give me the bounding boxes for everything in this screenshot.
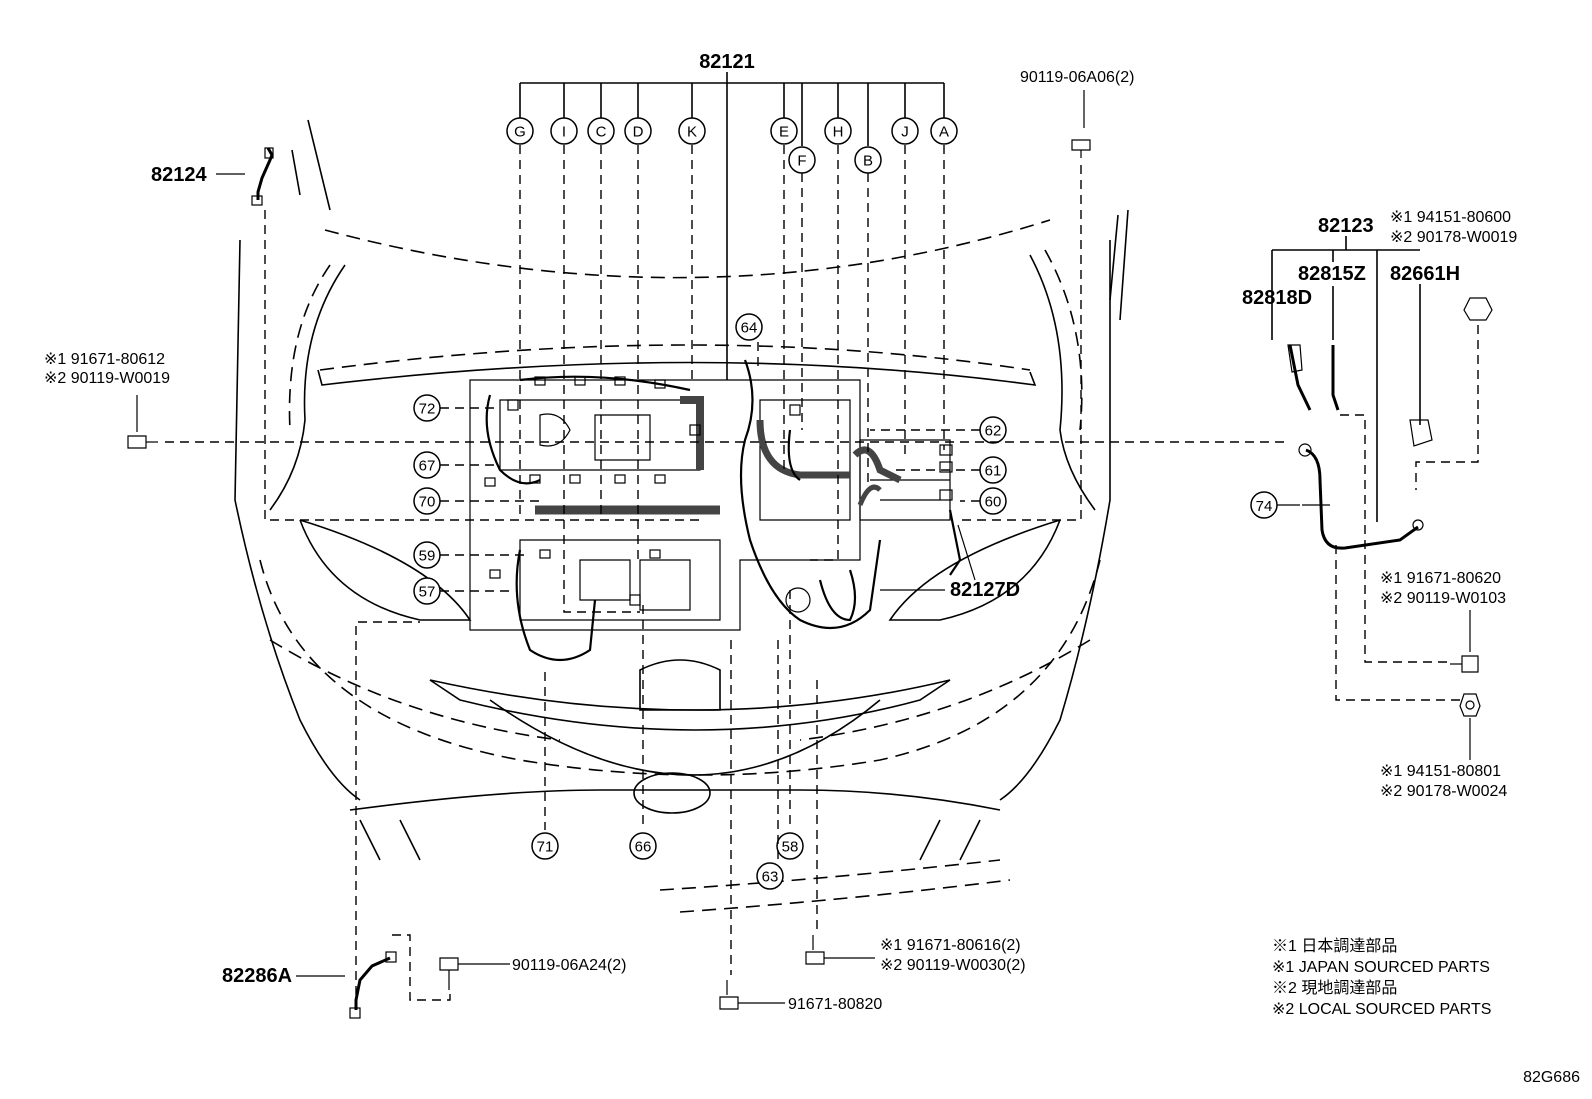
callout-70: 70	[413, 487, 441, 515]
part-82124: 82124	[151, 147, 700, 521]
callout-66-label: 66	[635, 839, 652, 856]
right-top-spec-1: ※1 94151-80600	[1390, 209, 1511, 226]
top-bolt: 90119-06A06(2)	[960, 69, 1134, 521]
callout-62-label: 62	[985, 423, 1002, 440]
part-82661H-label: 82661H	[1390, 263, 1460, 285]
branch-marker-h: H	[824, 117, 852, 145]
right-top-spec-2: ※2 90178-W0019	[1390, 229, 1517, 246]
legend-line-3: ※2 現地調達部品	[1272, 979, 1397, 997]
callout-67-label: 67	[419, 458, 436, 475]
branch-marker-a-label: A	[939, 124, 949, 141]
harness-82121-bracket: 82121	[519, 51, 945, 613]
left-bolt: ※1 91671-80612 ※2 90119-W0019	[44, 351, 1290, 449]
part-82286A: 82286A 90119-06A24(2)	[222, 621, 626, 1019]
branch-marker-k: K	[678, 117, 706, 145]
part-82123-assembly: 82123 ※1 94151-80600 ※2 90178-W0019 8281…	[1242, 209, 1517, 701]
branch-marker-k-label: K	[687, 124, 697, 141]
legend-line-2: ※1 JAPAN SOURCED PARTS	[1272, 959, 1490, 976]
callout-70-label: 70	[419, 494, 436, 511]
callout-57-label: 57	[419, 584, 436, 601]
legend: ※1 日本調達部品 ※1 JAPAN SOURCED PARTS ※2 現地調達…	[1272, 937, 1491, 1018]
branch-marker-f: F	[788, 146, 816, 174]
right-low-nut: ※1 94151-80801 ※2 90178-W0024	[1380, 693, 1507, 800]
callout-63-label: 63	[762, 869, 779, 886]
callout-67: 67	[413, 451, 441, 479]
part-82286A-label: 82286A	[222, 965, 292, 987]
callout-59-label: 59	[419, 548, 436, 565]
callout-63: 63	[756, 862, 784, 890]
callout-59: 59	[413, 541, 441, 569]
branch-marker-g-label: G	[514, 124, 526, 141]
bottom-center-bolt: 91671-80820	[719, 640, 882, 1013]
part-82127D-label: 82127D	[950, 579, 1020, 601]
right-mid-spec-2: ※2 90119-W0103	[1380, 590, 1506, 607]
callout-60-label: 60	[985, 494, 1002, 511]
branch-marker-d: D	[624, 117, 652, 145]
callout-71-label: 71	[537, 839, 554, 856]
branch-marker-c-label: C	[596, 124, 607, 141]
branch-marker-b: B	[854, 146, 882, 174]
branch-marker-e: E	[770, 117, 798, 145]
branch-marker-g: G	[506, 117, 534, 145]
callout-66: 66	[629, 832, 657, 860]
callout-72-label: 72	[419, 401, 436, 418]
left-bolt-spec-1: ※1 91671-80612	[44, 351, 165, 368]
left-bolt-spec-2: ※2 90119-W0019	[44, 370, 170, 387]
callout-58-label: 58	[782, 839, 799, 856]
bottom-callout-leaders	[544, 590, 791, 860]
callout-72: 72	[413, 394, 441, 422]
harness-branch-markers: G I C D K EF H B J A	[506, 117, 958, 174]
callout-58: 58	[776, 832, 804, 860]
part-82123-label: 82123	[1318, 215, 1374, 237]
branch-marker-f-label: F	[797, 153, 806, 170]
branch-marker-a: A	[930, 117, 958, 145]
top-bolt-spec: 90119-06A06(2)	[1020, 69, 1134, 86]
branch-marker-c: C	[587, 117, 615, 145]
bottom-mid-spec-2: ※2 90119-W0030(2)	[880, 957, 1026, 974]
right-low-spec-1: ※1 94151-80801	[1380, 763, 1501, 780]
branch-marker-i: I	[550, 117, 578, 145]
vehicle-body-outline	[234, 119, 1129, 913]
legend-line-1: ※1 日本調達部品	[1272, 937, 1397, 955]
callout-64: 64	[735, 313, 763, 341]
part-82818D-label: 82818D	[1242, 287, 1312, 309]
legend-line-4: ※2 LOCAL SOURCED PARTS	[1272, 1001, 1491, 1018]
bottom-left-bolt-spec: 90119-06A24(2)	[512, 957, 626, 974]
branch-marker-h-label: H	[833, 124, 844, 141]
bottom-mid-bolt: ※1 91671-80616(2) ※2 90119-W0030(2)	[805, 680, 1026, 974]
callout-71: 71	[531, 832, 559, 860]
bottom-center-bolt-spec: 91671-80820	[788, 996, 882, 1013]
callout-61-label: 61	[985, 463, 1002, 480]
branch-marker-e-label: E	[779, 124, 789, 141]
part-82124-label: 82124	[151, 164, 207, 186]
branch-marker-i-label: I	[562, 124, 566, 141]
part-82815Z-label: 82815Z	[1298, 263, 1366, 285]
branch-marker-b-label: B	[863, 153, 873, 170]
branch-marker-j-label: J	[901, 124, 909, 141]
callout-64-label: 64	[741, 320, 758, 337]
left-callout-leaders	[440, 327, 980, 592]
branch-marker-d-label: D	[633, 124, 644, 141]
right-low-spec-2: ※2 90178-W0024	[1380, 783, 1507, 800]
right-mid-spec-1: ※1 91671-80620	[1380, 570, 1501, 587]
part-82127D: 82127D	[880, 524, 1020, 601]
branch-marker-j: J	[891, 117, 919, 145]
figure-id: 82G686	[1523, 1069, 1580, 1086]
bottom-mid-spec-1: ※1 91671-80616(2)	[880, 937, 1021, 954]
callout-61: 61	[979, 456, 1007, 484]
right-mid-bolt: ※1 91671-80620 ※2 90119-W0103	[1380, 570, 1506, 673]
callout-57: 57	[413, 577, 441, 605]
part-82121-label: 82121	[699, 51, 755, 73]
engine-bay	[469, 359, 962, 661]
callout-60: 60	[979, 487, 1007, 515]
callout-74-label: 74	[1256, 498, 1273, 515]
callout-62: 62	[979, 416, 1007, 444]
